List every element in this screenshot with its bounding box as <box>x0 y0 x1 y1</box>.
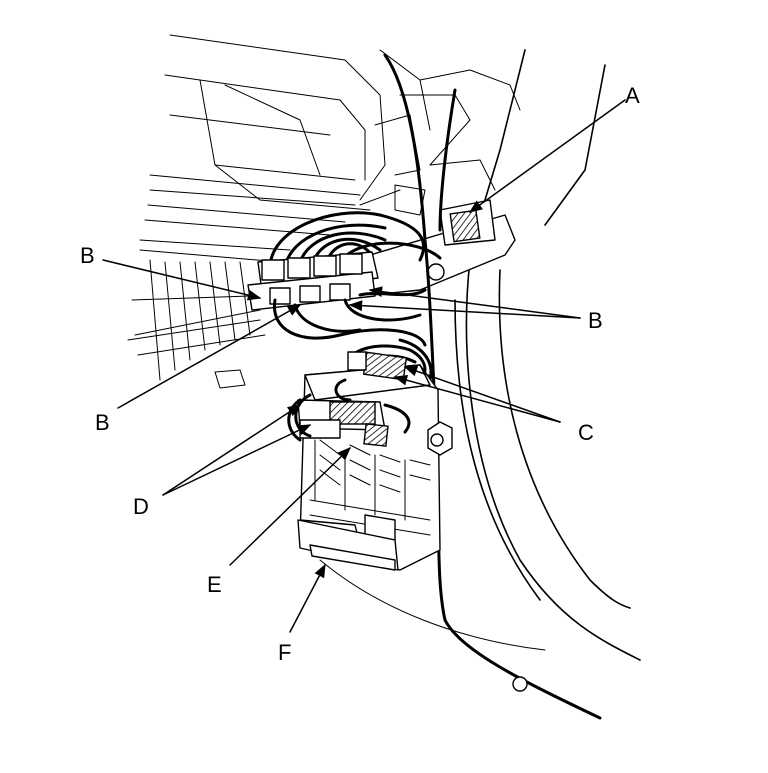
dashboard-structure <box>127 34 521 389</box>
connector-b2 <box>287 257 311 279</box>
connector-block-b <box>247 251 379 311</box>
leader-c-1 <box>403 365 561 423</box>
connector-c1 <box>362 351 408 381</box>
label-a: A <box>625 83 640 108</box>
clip-grommet <box>427 263 445 281</box>
label-b-right: B <box>588 308 603 333</box>
connector-b5 <box>269 287 291 305</box>
fuse-relay-box <box>297 351 441 571</box>
leader-d-2 <box>162 424 312 496</box>
connector-b3 <box>313 255 337 277</box>
label-b-top: B <box>80 243 95 268</box>
clip-hole <box>430 433 444 447</box>
connector-a-bracket <box>369 199 516 296</box>
leader-b-top <box>102 259 262 301</box>
label-e: E <box>207 572 222 597</box>
callout-labels: A B B B C D E F <box>80 83 640 665</box>
label-b-left: B <box>95 410 110 435</box>
leader-d-1 <box>162 404 302 496</box>
leader-b-left <box>117 304 302 409</box>
harness-clip-bottom <box>512 676 528 692</box>
leader-b-right-1 <box>368 286 581 319</box>
connector-b6 <box>299 285 321 303</box>
leader-e <box>229 447 351 566</box>
connector-c2 <box>347 351 367 371</box>
connector-b4 <box>339 253 363 275</box>
connector-d1 <box>329 401 376 425</box>
pillar-trim <box>454 49 641 661</box>
label-d: D <box>133 494 149 519</box>
label-c: C <box>578 420 594 445</box>
harness-wires-lower <box>287 378 411 442</box>
label-f: F <box>278 640 291 665</box>
leader-c-2 <box>393 374 561 423</box>
leader-a <box>468 99 626 213</box>
leader-f <box>289 563 326 633</box>
leader-b-right-2 <box>348 300 581 319</box>
leader-lines <box>102 99 626 633</box>
lower-harness <box>319 559 546 692</box>
connector-b1 <box>261 259 285 281</box>
connector-b7 <box>329 283 351 301</box>
connector-a <box>449 209 481 243</box>
connector-e <box>363 423 389 447</box>
